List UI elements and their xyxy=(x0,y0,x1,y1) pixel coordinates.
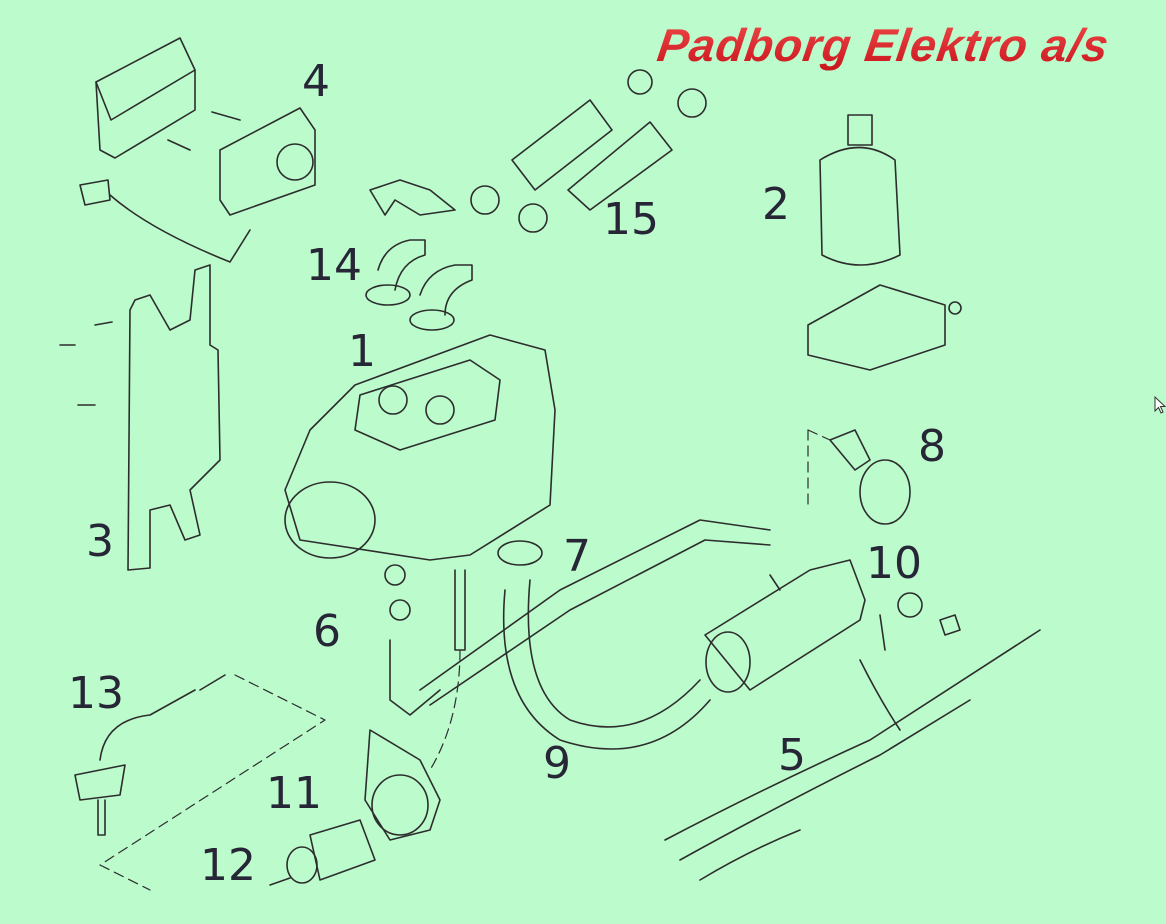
label-part-13: 13 xyxy=(68,668,124,719)
label-part-5: 5 xyxy=(778,730,806,781)
label-part-1: 1 xyxy=(348,326,376,377)
part-10-silencer xyxy=(704,559,866,693)
label-part-3: 3 xyxy=(86,516,114,567)
part-2-water-pump xyxy=(807,114,962,371)
part-3-mounting-bracket xyxy=(59,264,221,571)
part-1-heater-unit xyxy=(284,334,556,561)
label-part-15: 15 xyxy=(603,194,659,245)
label-part-12: 12 xyxy=(200,840,256,891)
part-6-fuel-line xyxy=(384,564,466,771)
part-15-hoses-clamps xyxy=(369,69,707,233)
part-8-exhaust-elbow xyxy=(807,429,911,525)
label-part-14: 14 xyxy=(306,240,362,291)
label-part-9: 9 xyxy=(543,738,571,789)
label-part-6: 6 xyxy=(313,606,341,657)
label-part-2: 2 xyxy=(762,179,790,230)
part-11-fuel-pump xyxy=(364,729,441,841)
mouse-cursor-icon xyxy=(1154,396,1166,414)
part-9-exhaust-hose xyxy=(419,519,771,750)
part-13-fuel-standpipe xyxy=(74,674,326,891)
label-part-7: 7 xyxy=(563,531,591,582)
label-part-4: 4 xyxy=(302,56,330,107)
part-4-control-unit xyxy=(79,37,316,263)
label-part-8: 8 xyxy=(918,421,946,472)
label-part-10: 10 xyxy=(866,538,922,589)
part-14-elbows xyxy=(365,239,473,331)
part-5-wiring-harness xyxy=(664,592,1041,881)
label-part-11: 11 xyxy=(266,768,322,819)
part-7-clamp xyxy=(497,540,543,566)
part-12-fuel-pump-end xyxy=(269,819,376,886)
